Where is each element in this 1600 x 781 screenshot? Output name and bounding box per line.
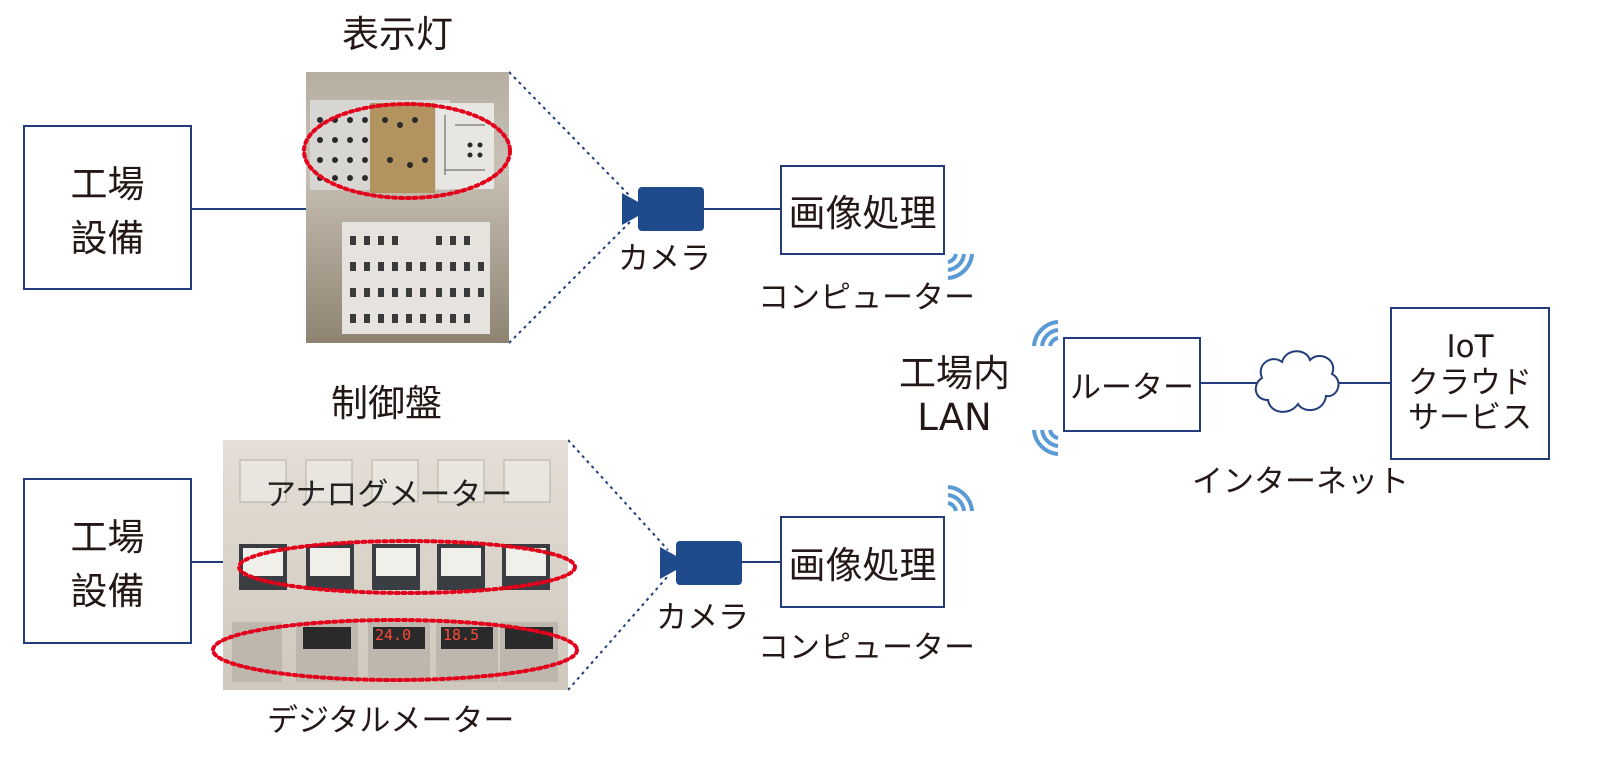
cloud-label-line1: IoT (1446, 329, 1494, 366)
lan-label-line2: LAN (917, 396, 992, 440)
indicator-panel-photo (302, 72, 512, 343)
lan-label-line1: 工場内 (899, 352, 1010, 395)
camera-label-bottom: カメラ (656, 600, 749, 636)
equipment-label-line2: 設備 (70, 216, 145, 260)
image-processing-box-top: 画像処理 (780, 165, 945, 255)
camera-icon (622, 187, 704, 231)
wireless-icon (1032, 429, 1059, 456)
control-panel-photo (211, 440, 579, 690)
control-panel-title: 制御盤 (331, 382, 442, 425)
wireless-icon (947, 253, 974, 280)
router-box: ルーター (1063, 337, 1201, 432)
digital-highlight-ellipse (211, 618, 579, 682)
digital-reading: 18.5 (443, 626, 480, 644)
analog-highlight-ellipse (237, 539, 577, 595)
iot-cloud-service-box: IoT クラウド サービス (1390, 307, 1550, 460)
router-label: ルーター (1070, 370, 1194, 406)
image-processing-box-bottom: 画像処理 (780, 516, 945, 608)
cloud-icon (1254, 350, 1340, 413)
connection-lines (192, 208, 1390, 563)
equipment-label-line2: 設備 (70, 570, 145, 613)
factory-lan-label: 工場内 LAN (892, 352, 1017, 441)
indicator-light-title: 表示灯 (342, 13, 453, 56)
digital-meter-label: デジタルメーター (267, 703, 515, 739)
factory-equipment-box-top: 工場 設備 (23, 125, 192, 290)
cloud-label-line3: サービス (1408, 400, 1532, 437)
computer-label-bottom: コンピューター (758, 630, 975, 666)
indicator-highlight-ellipse (302, 102, 512, 200)
equipment-label-line1: 工場 (70, 162, 145, 206)
wireless-icon (947, 485, 974, 512)
camera-icon (660, 541, 742, 585)
equipment-label-line1: 工場 (70, 516, 145, 559)
internet-label: インターネット (1192, 464, 1409, 500)
computer-label-top: コンピューター (758, 280, 975, 316)
factory-equipment-box-bottom: 工場 設備 (23, 478, 192, 644)
cloud-label-line2: クラウド (1408, 364, 1532, 401)
image-processing-label: 画像処理 (788, 192, 937, 235)
digital-reading: 24.0 (375, 626, 412, 644)
image-processing-label: 画像処理 (788, 544, 937, 587)
wireless-icon (1032, 320, 1059, 347)
analog-meter-label: アナログメーター (265, 477, 513, 513)
camera-label-top: カメラ (618, 241, 711, 277)
camera-view-lines (508, 71, 669, 691)
